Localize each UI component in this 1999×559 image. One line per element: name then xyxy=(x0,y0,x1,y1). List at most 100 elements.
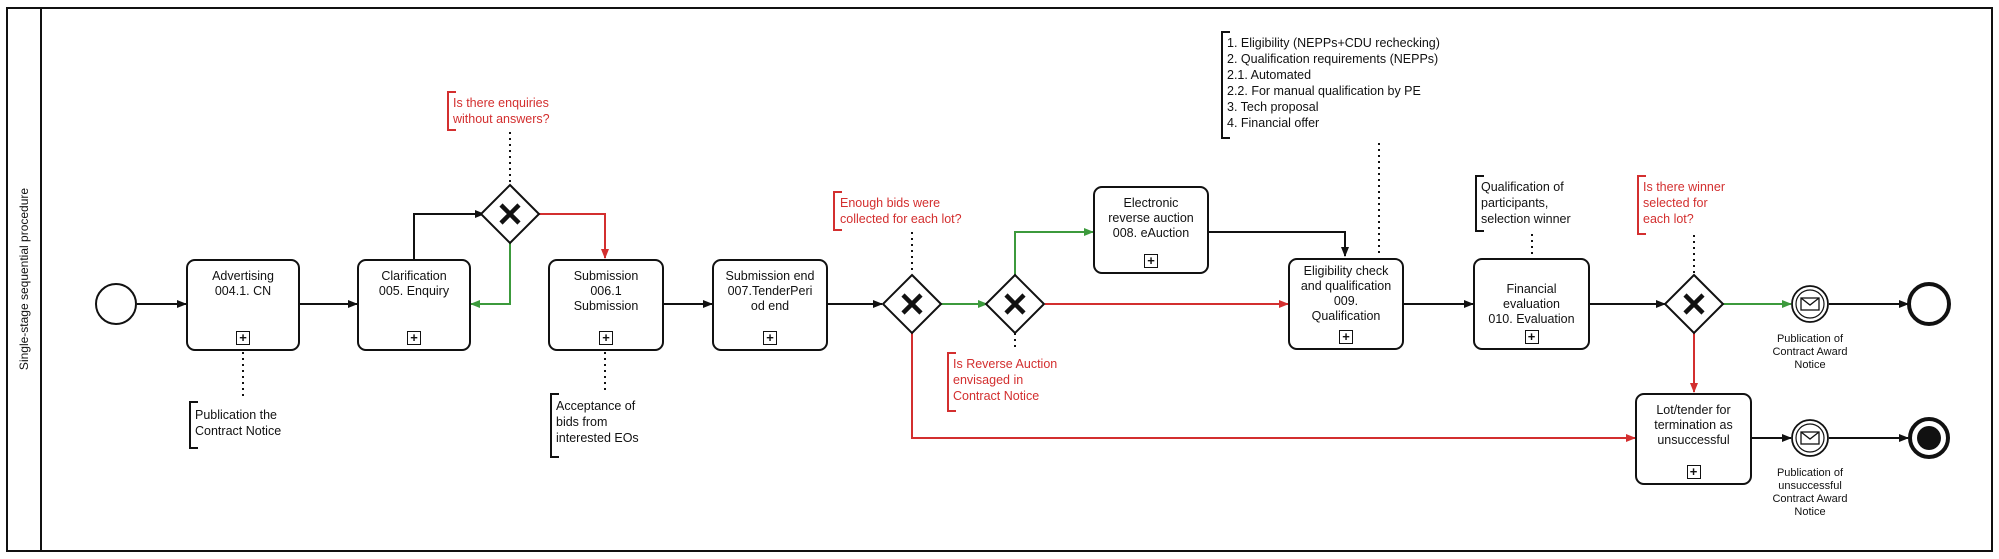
plus-square-icon[interactable]: + xyxy=(599,331,613,345)
plus-square-icon[interactable]: + xyxy=(1686,465,1701,479)
annotation-bracket xyxy=(833,191,842,231)
annotation-line: without answers? xyxy=(453,112,550,126)
annotation-line: 2.2. For manual qualification by PE xyxy=(1227,84,1421,98)
flow-gateway1-to-clarification xyxy=(470,243,511,308)
exclusive-gateway-x-icon xyxy=(1683,293,1705,315)
annotation-acceptance: Acceptance of bids from interested EOs xyxy=(556,398,639,446)
annotation-line: selection winner xyxy=(1481,212,1571,226)
task-label-line: Electronic xyxy=(1123,196,1179,210)
annotation-line: selected for xyxy=(1643,196,1708,210)
task-advertising[interactable]: Advertising 004.1. CN + xyxy=(186,259,300,351)
event-label-line: Notice xyxy=(1794,506,1826,518)
message-event-award xyxy=(1791,285,1829,323)
plus-square-icon[interactable]: + xyxy=(763,331,777,345)
annotation-line: Qualification of xyxy=(1481,180,1564,194)
pool xyxy=(6,7,1993,552)
task-termination[interactable]: Lot/tender for termination as unsuccessf… xyxy=(1635,393,1752,485)
task-label-line: reverse auction xyxy=(1108,211,1194,225)
event-label-line: Contract Award xyxy=(1772,346,1848,358)
award-notice-label: Publication of Contract Award Notice xyxy=(1760,333,1860,372)
envelope-icon xyxy=(1800,297,1820,311)
task-submission[interactable]: Submission 006.1 Submission + xyxy=(548,259,664,351)
lane-header xyxy=(6,7,42,552)
task-label-line: Submission end xyxy=(725,269,815,283)
annotation-line: 4. Financial offer xyxy=(1227,116,1320,130)
task-eauction[interactable]: Electronic reverse auction 008. eAuction… xyxy=(1093,186,1209,274)
task-label-line: Submission xyxy=(573,269,639,283)
annotation-line: Is Reverse Auction xyxy=(953,357,1058,371)
task-label-line: 009. xyxy=(1333,294,1359,308)
annotation-bracket xyxy=(550,393,559,458)
annotation-winner-question: Is there winner selected for each lot? xyxy=(1643,179,1725,227)
task-label-line: 007.TenderPeri xyxy=(727,284,813,298)
annotation-bracket xyxy=(1221,31,1230,139)
task-label-line: termination as xyxy=(1654,418,1733,432)
annotation-line: collected for each lot? xyxy=(840,212,962,226)
annotation-enquiries-question: Is there enquiries without answers? xyxy=(453,95,550,127)
annotation-enough-bids-question: Enough bids were collected for each lot? xyxy=(840,195,962,227)
task-label-line: Eligibility check xyxy=(1303,264,1389,278)
annotation-line: Publication the xyxy=(195,408,278,422)
event-label-line: Publication of xyxy=(1776,467,1844,479)
task-label-line: evaluation xyxy=(1503,297,1560,311)
task-label-line: 004.1. CN xyxy=(214,284,272,298)
task-evaluation[interactable]: Financial evaluation 010. Evaluation + xyxy=(1473,258,1590,350)
annotation-reverse-auction-question: Is Reverse Auction envisaged in Contract… xyxy=(953,356,1057,404)
annotation-line: Contract Notice xyxy=(953,389,1040,403)
annotation-line: Enough bids were xyxy=(840,196,941,210)
plus-square-icon[interactable]: + xyxy=(1144,254,1158,268)
annotation-line: Is there winner xyxy=(1643,180,1725,194)
event-label-line: Notice xyxy=(1794,359,1826,371)
annotation-qualification-participants: Qualification of participants, selection… xyxy=(1481,179,1571,227)
end-event-unsuccessful-fill xyxy=(1917,426,1941,450)
plus-square-icon[interactable]: + xyxy=(1339,330,1353,344)
annotation-line: bids from xyxy=(556,415,608,429)
annotation-bracket xyxy=(947,352,956,412)
task-label-line: 005. Enquiry xyxy=(378,284,450,298)
end-event-award xyxy=(1907,282,1951,326)
annotation-bracket xyxy=(1475,175,1484,232)
annotation-line: Acceptance of xyxy=(556,399,636,413)
task-label-line: Clarification xyxy=(381,269,447,283)
annotation-line: Contract Notice xyxy=(195,424,282,438)
plus-square-icon[interactable]: + xyxy=(236,331,250,345)
exclusive-gateway-x-icon xyxy=(901,293,923,315)
task-label-line: unsuccessful xyxy=(1657,433,1730,447)
task-label-line: 010. Evaluation xyxy=(1488,312,1575,326)
plus-square-icon[interactable]: + xyxy=(1524,330,1539,344)
flow-clarification-to-gateway1 xyxy=(413,210,485,259)
task-label-line: Lot/tender for xyxy=(1656,403,1731,417)
exclusive-gateway-x-icon xyxy=(1004,293,1026,315)
task-clarification[interactable]: Clarification 005. Enquiry + xyxy=(357,259,471,351)
plus-square-icon[interactable]: + xyxy=(407,331,421,345)
annotation-line: 3. Tech proposal xyxy=(1227,100,1319,114)
annotation-bracket xyxy=(189,401,198,449)
annotation-line: each lot? xyxy=(1643,212,1694,226)
task-qualification[interactable]: Eligibility check and qualification 009.… xyxy=(1288,258,1404,350)
flow-gateway1-to-submission xyxy=(539,213,609,259)
annotation-line: envisaged in xyxy=(953,373,1024,387)
task-label-line: Advertising xyxy=(212,269,274,283)
start-event xyxy=(95,283,137,325)
annotation-publication-cn: Publication the Contract Notice xyxy=(195,407,281,439)
task-label-line: 008. eAuction xyxy=(1112,226,1190,240)
annotation-line: 2.1. Automated xyxy=(1227,68,1312,82)
task-submission-end[interactable]: Submission end 007.TenderPeri od end + xyxy=(712,259,828,351)
task-label-line: od end xyxy=(750,299,790,313)
event-label-line: Contract Award xyxy=(1772,493,1848,505)
annotation-bracket xyxy=(1637,175,1646,235)
gateway-winner xyxy=(1663,273,1725,335)
flow-gateway3-to-eauction xyxy=(1014,228,1094,276)
task-label-line: Financial xyxy=(1506,282,1557,296)
task-label-line: Submission xyxy=(573,299,639,313)
annotation-line: participants, xyxy=(1481,196,1549,210)
event-label-line: Publication of xyxy=(1776,333,1844,345)
flow-eauction-to-qualification xyxy=(1209,231,1349,257)
annotation-line: 1. Eligibility (NEPPs+CDU rechecking) xyxy=(1227,36,1440,50)
gateway-enquiries xyxy=(479,183,541,245)
message-event-unsuccessful xyxy=(1791,419,1829,457)
exclusive-gateway-x-icon xyxy=(499,203,521,225)
task-label-line: 006.1 xyxy=(590,284,622,298)
